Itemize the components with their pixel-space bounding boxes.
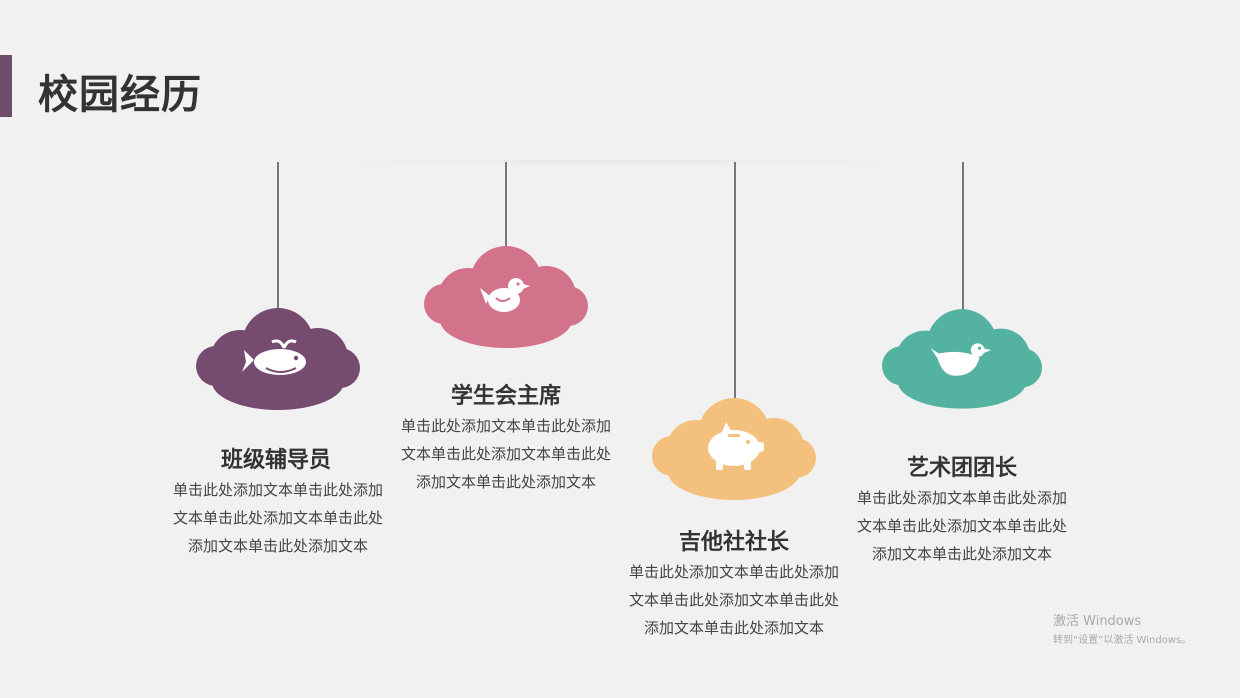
item-description: 单击此处添加文本单击此处添加文本单击此处添加文本单击此处添加文本单击此处添加文本 (856, 489, 1067, 563)
item-title: 艺术团团长 (906, 456, 1017, 481)
title-accent-bar (0, 55, 12, 117)
whale-icon (242, 339, 306, 375)
hanging-shelf-shadow (165, 160, 1075, 190)
hanging-string (277, 162, 279, 312)
item-title: 学生会主席 (450, 384, 561, 409)
bird-icon (480, 278, 530, 312)
cloud-shape (196, 300, 360, 412)
item-description: 单击此处添加文本单击此处添加文本单击此处添加文本单击此处添加文本单击此处添加文本 (400, 417, 611, 491)
hanging-string (505, 162, 507, 247)
item-description: 单击此处添加文本单击此处添加文本单击此处添加文本单击此处添加文本单击此处添加文本 (172, 481, 383, 555)
piggy-bank-icon (708, 422, 764, 470)
bird-icon (930, 343, 992, 376)
item-title: 吉他社社长 (678, 530, 789, 555)
hanging-string (962, 162, 964, 312)
watermark-line1: 激活 Windows (1053, 614, 1142, 629)
windows-activation-watermark: 激活 Windows 转到“设置”以激活 Windows。 (1053, 610, 1191, 646)
page-title: 校园经历 (38, 72, 202, 118)
hanging-string (734, 162, 736, 398)
item-description: 单击此处添加文本单击此处添加文本单击此处添加文本单击此处添加文本单击此处添加文本 (628, 563, 839, 637)
item-title: 班级辅导员 (220, 448, 331, 473)
cloud-body (882, 309, 1042, 409)
cloud-shape (424, 238, 588, 350)
cloud-shape (646, 390, 822, 502)
cloud-shape (882, 300, 1042, 412)
watermark-line2: 转到“设置”以激活 Windows。 (1053, 635, 1192, 646)
